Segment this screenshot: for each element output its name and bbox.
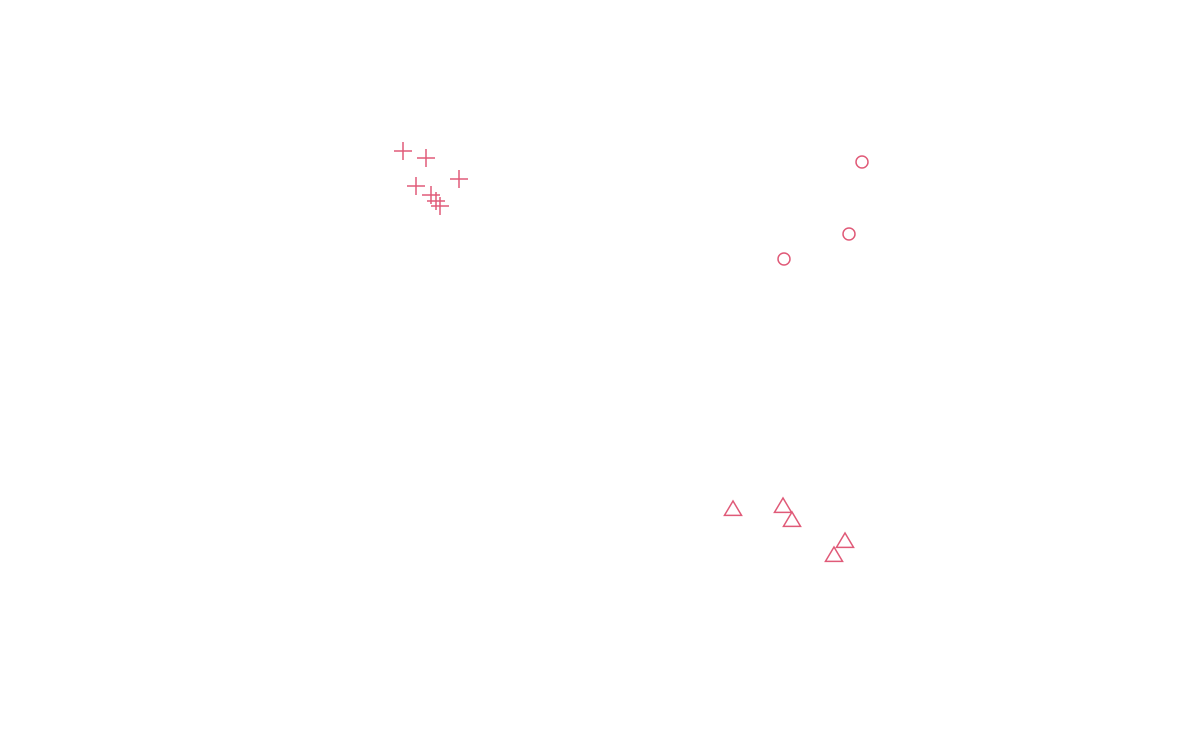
triangle-marker [723,499,743,517]
plus-marker [417,149,435,167]
triangle-marker [773,496,793,514]
plus-marker [427,192,445,210]
triangle-marker [835,531,855,549]
plus-marker [407,177,425,195]
plus-marker [431,197,449,215]
plus-marker [394,142,412,160]
scatter-markers [394,142,869,563]
circle-marker [855,155,869,169]
triangle-marker [782,510,802,528]
triangle-marker [824,545,844,563]
circle-marker [842,227,856,241]
circle-marker [777,252,791,266]
plus-marker [450,170,468,188]
